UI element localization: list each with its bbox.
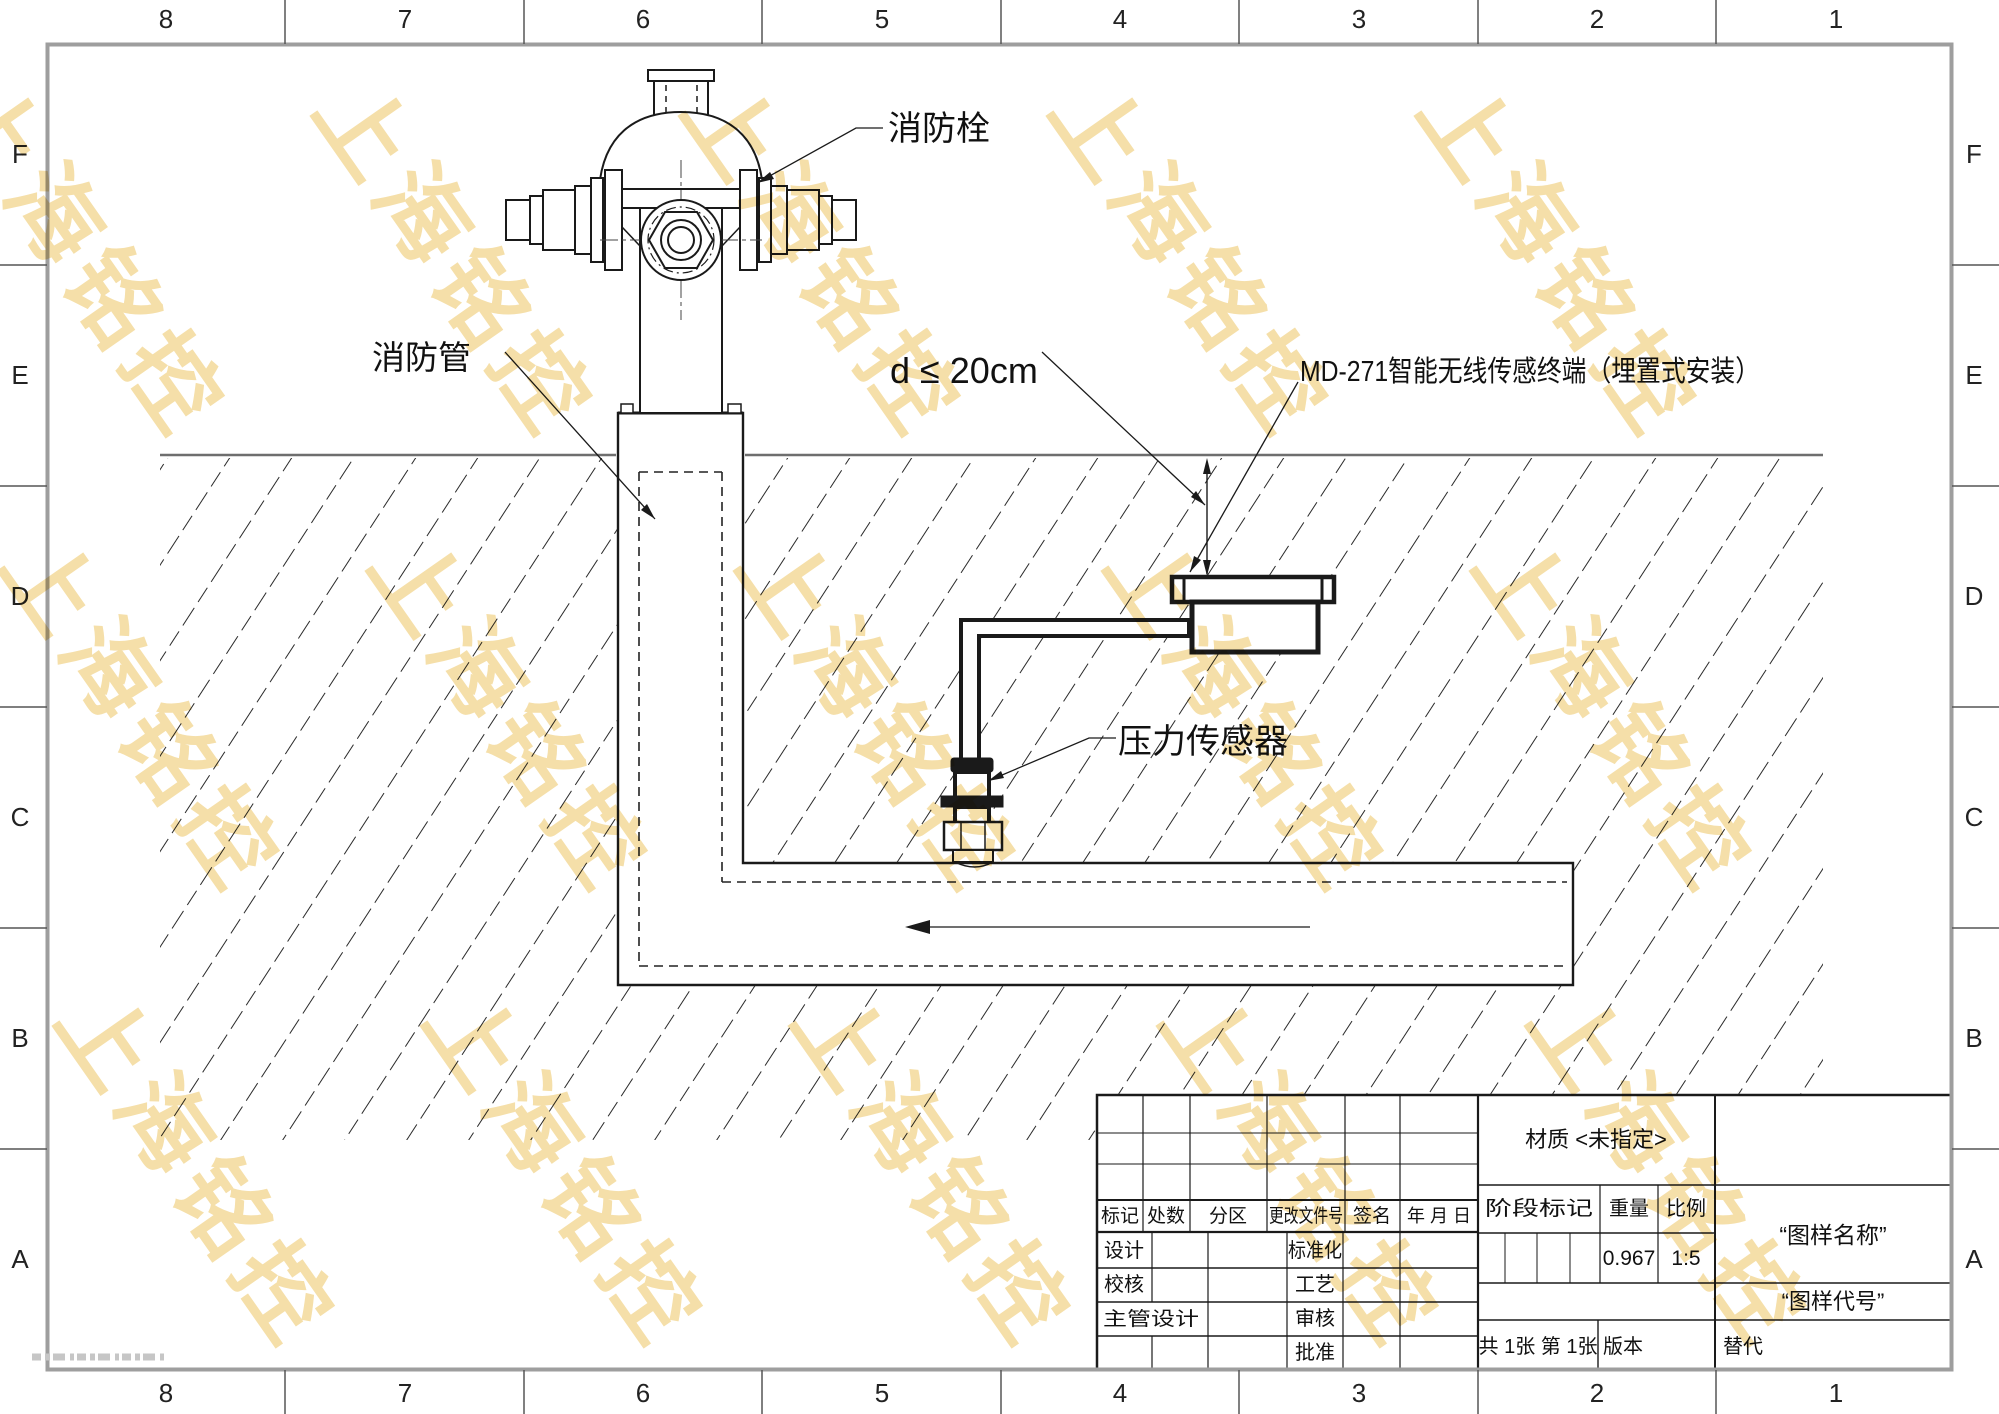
hydrant-label: 消防栓: [888, 110, 990, 148]
sign-process: 工艺: [1295, 1273, 1335, 1296]
zone-col-bottom: 5: [875, 1378, 889, 1408]
scale-value: 1:5: [1671, 1247, 1700, 1270]
dimension-d20: [1203, 458, 1211, 576]
zone-col-top: 6: [636, 4, 650, 34]
sensor-label: 压力传感器: [1118, 723, 1288, 761]
zone-row-right: D: [1965, 581, 1984, 611]
fire-hydrant: [505, 69, 857, 415]
zone-row-right: E: [1965, 360, 1982, 390]
zone-labels: 8 7 6 5 4 3 2 1 8 7 6 5 4 3 2 1 F E D C …: [11, 4, 1984, 1408]
pressure-sensor: [940, 757, 1004, 868]
sign-design: 设计: [1104, 1239, 1144, 1262]
zone-col-top: 2: [1590, 4, 1604, 34]
title-block: 标记 处数 分区 更改文件号 签名 年 月 日 设计 校核 主管设计 标准化 工…: [1095, 1093, 1954, 1372]
zone-col-bottom: 4: [1113, 1378, 1127, 1408]
hydrant-left-outlet: [505, 169, 623, 271]
rev-header-mark: 标记: [1101, 1205, 1139, 1227]
zone-row-left: C: [11, 802, 30, 832]
hydrant-dome: [597, 110, 765, 190]
sign-chief-design: 主管设计: [1103, 1308, 1199, 1330]
zone-col-top: 4: [1113, 4, 1127, 34]
sign-standardize: 标准化: [1288, 1239, 1342, 1262]
title-block-grid: [1097, 1095, 1952, 1370]
stage-mark-label: 阶段标记: [1485, 1197, 1593, 1220]
zone-col-bottom: 6: [636, 1378, 650, 1408]
flow-arrow: [905, 920, 1310, 934]
sensor-assembly: [940, 574, 1337, 868]
sign-approve: 批准: [1295, 1341, 1335, 1364]
hydrant-bolt: [620, 403, 634, 414]
zone-row-left: E: [11, 360, 28, 390]
terminal-label: MD-271智能无线传感终端（埋置式安装）: [1300, 355, 1760, 388]
annotation-labels: 消防栓 消防管 d ≤ 20cm MD-271智能无线传感终端（埋置式安装） 压…: [372, 110, 1760, 761]
zone-row-left: F: [12, 139, 28, 169]
title-block-text: 标记 处数 分区 更改文件号 签名 年 月 日 设计 校核 主管设计 标准化 工…: [1101, 1127, 1887, 1364]
terminal-box: [1169, 574, 1337, 655]
pipe-label: 消防管: [372, 339, 471, 376]
zone-col-bottom: 3: [1352, 1378, 1366, 1408]
depth-label: d ≤ 20cm: [890, 350, 1038, 391]
zone-row-right: F: [1966, 139, 1982, 169]
material-value: 材质 <未指定>: [1525, 1127, 1667, 1152]
zone-col-bottom: 2: [1590, 1378, 1604, 1408]
sign-review: 审核: [1295, 1307, 1335, 1330]
zone-row-left: B: [11, 1023, 28, 1053]
rev-header-zone: 分区: [1209, 1205, 1247, 1227]
fire-pipe-inner-dashed: [638, 471, 1567, 967]
zone-col-bottom: 8: [159, 1378, 173, 1408]
weight-value: 0.967: [1603, 1247, 1656, 1270]
zone-col-top: 5: [875, 4, 889, 34]
hydrant-front-outlet: [600, 160, 762, 320]
drawing-code: “图样代号”: [1782, 1289, 1885, 1314]
scale-label: 比例: [1666, 1197, 1706, 1220]
zone-col-top: 8: [159, 4, 173, 34]
hydrant-right-outlet: [739, 169, 857, 271]
hydrant-top-plate: [647, 69, 715, 82]
zone-col-top: 7: [398, 4, 412, 34]
rev-header-date: 年 月 日: [1407, 1206, 1471, 1226]
zone-row-left: D: [11, 581, 30, 611]
zone-col-top: 1: [1829, 4, 1843, 34]
zone-row-left: A: [11, 1244, 29, 1274]
zone-col-bottom: 7: [398, 1378, 412, 1408]
rev-header-count: 处数: [1147, 1205, 1185, 1227]
zone-col-bottom: 1: [1829, 1378, 1843, 1408]
rev-header-sign: 签名: [1353, 1205, 1391, 1227]
zone-row-right: C: [1965, 802, 1984, 832]
zone-row-right: A: [1965, 1244, 1983, 1274]
replace-label: 替代: [1723, 1335, 1763, 1358]
drawing-name: “图样名称”: [1779, 1222, 1886, 1248]
sheet-count: 共 1张 第 1张: [1479, 1335, 1598, 1358]
weight-label: 重量: [1609, 1197, 1649, 1220]
sign-check: 校核: [1104, 1273, 1144, 1296]
zone-col-top: 3: [1352, 4, 1366, 34]
zone-row-right: B: [1965, 1023, 1982, 1053]
leader-lines: [504, 127, 1299, 782]
version-label: 版本: [1603, 1335, 1643, 1358]
rev-header-docno: 更改文件号: [1269, 1205, 1343, 1227]
hydrant-bolt: [727, 403, 742, 414]
